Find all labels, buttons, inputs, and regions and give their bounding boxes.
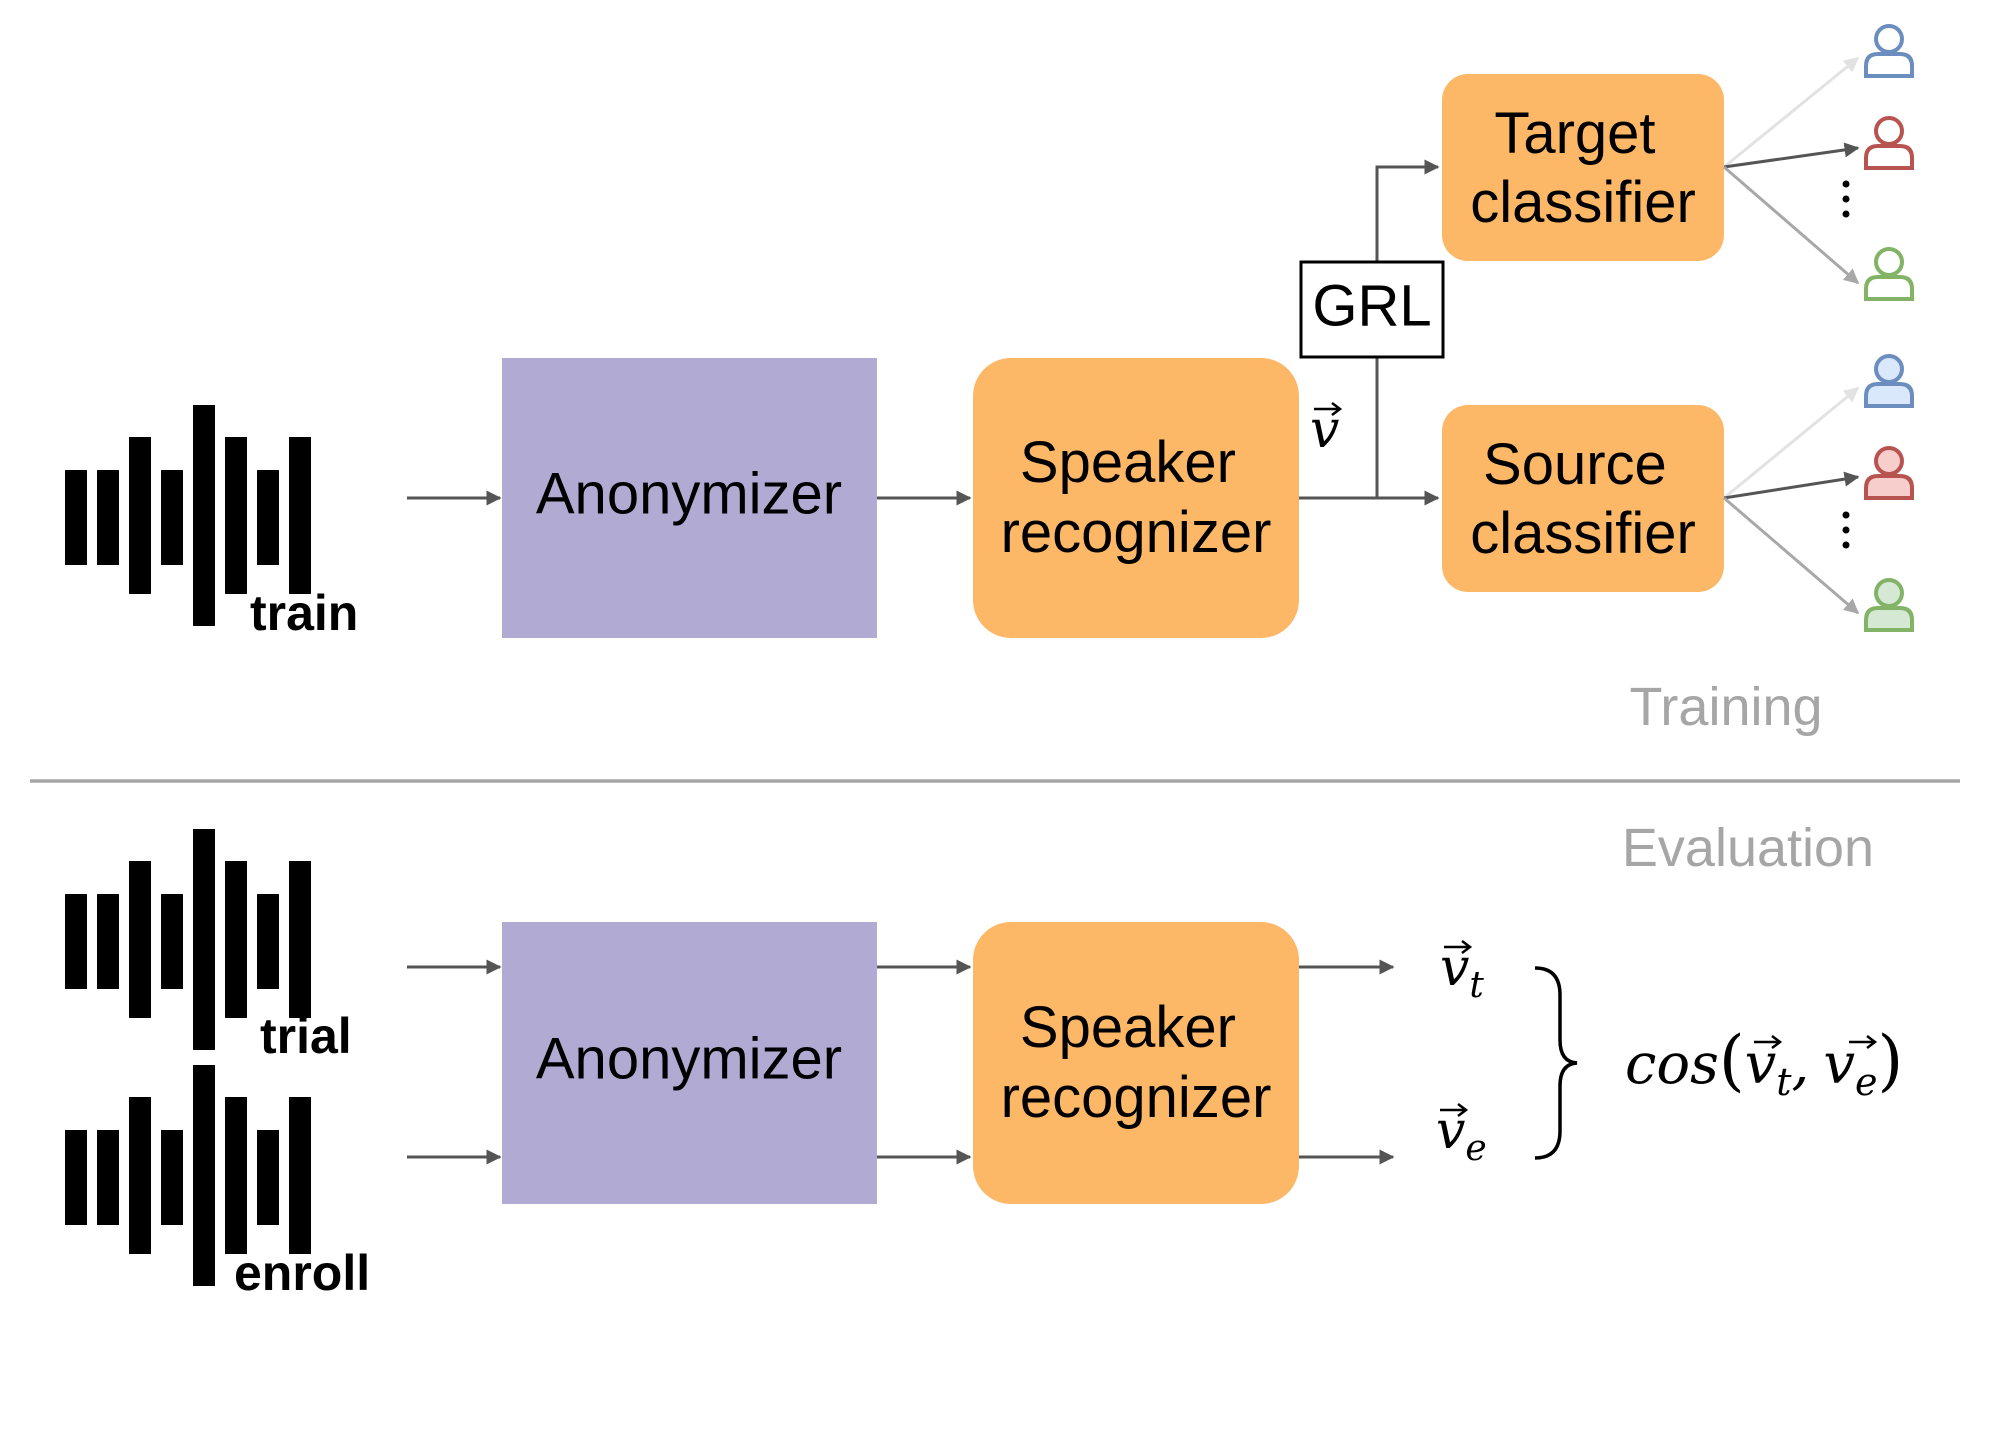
cos-func: cos <box>1625 1032 1719 1097</box>
trial-embedding-sub: t <box>1469 965 1484 1006</box>
speaker-recognizer-box <box>973 922 1299 1204</box>
user-icon-blue <box>1864 24 1914 78</box>
anonymizer-box <box>502 358 877 638</box>
target-classifier-line-2: classifier <box>1470 170 1696 235</box>
arrow <box>1723 496 1860 615</box>
speaker-recognizer-box <box>973 358 1299 638</box>
arrow <box>1723 165 1860 285</box>
source-classifier-box <box>1442 405 1724 592</box>
speaker-recognizer-line-1: Speaker <box>1020 995 1236 1060</box>
speaker-recognizer-label: Speaker recognizer <box>1001 995 1272 1130</box>
speaker-recognizer-line-2: recognizer <box>1001 500 1272 565</box>
section-label-evaluation: Evaluation <box>1622 818 1874 878</box>
arg1-sub: t <box>1776 1060 1792 1104</box>
vertical-ellipsis-icon <box>1842 180 1850 218</box>
speaker-recognizer-line-1: Speaker <box>1020 430 1236 495</box>
arrow <box>1723 56 1860 169</box>
vector-arrow-accent <box>1314 402 1343 416</box>
training-section: train Anonymizer Speaker recognizer v GR… <box>65 24 1914 737</box>
grl-box <box>1299 260 1445 359</box>
vector-arrow-accent <box>1440 1103 1469 1117</box>
grl-label: GRL <box>1312 273 1431 338</box>
source-classifier-label: Source classifier <box>1470 432 1696 566</box>
user-icon-blue <box>1864 354 1914 408</box>
waveform-icon <box>65 829 311 1050</box>
anonymizer-label: Anonymizer <box>536 1026 842 1091</box>
vector-arrow-accent <box>1849 1035 1878 1049</box>
trial-embedding-label: vt <box>1440 938 1484 1006</box>
arrow <box>1375 159 1440 498</box>
anonymizer-box <box>502 922 877 1204</box>
close-paren: ) <box>1877 1022 1903 1099</box>
arrow <box>1723 471 1860 500</box>
vector-arrow-accent <box>1444 940 1473 954</box>
waveform-label-train: train <box>250 585 358 641</box>
waveform-icon <box>65 1065 311 1286</box>
speaker-recognizer-label: Speaker recognizer <box>1001 430 1272 565</box>
curly-brace <box>1534 966 1578 1160</box>
waveform-label-enroll: enroll <box>234 1245 370 1301</box>
arrow <box>1723 142 1860 169</box>
vertical-ellipsis-icon <box>1842 511 1850 549</box>
user-icon-red <box>1864 116 1914 170</box>
target-classifier-box <box>1442 74 1724 261</box>
target-classifier-label: Target classifier <box>1470 101 1696 235</box>
waveform-icon <box>65 405 311 626</box>
enroll-embedding-label: ve <box>1436 1101 1487 1169</box>
source-classifier-line-1: Source <box>1483 432 1667 497</box>
target-classifier-line-1: Target <box>1494 101 1655 166</box>
evaluation-section: Evaluation trial enroll <box>65 818 1903 1301</box>
open-paren: ( <box>1719 1022 1745 1099</box>
section-label-training: Training <box>1629 677 1822 737</box>
speaker-recognizer-line-2: recognizer <box>1001 1065 1272 1130</box>
enroll-embedding-sub: e <box>1465 1128 1486 1169</box>
arg2-sub: e <box>1855 1060 1878 1104</box>
user-icon-red <box>1864 446 1914 500</box>
waveform-label-trial: trial <box>260 1008 352 1064</box>
arrow <box>1723 386 1860 500</box>
vector-arrow-accent <box>1754 1035 1783 1049</box>
user-icon-green <box>1864 247 1914 301</box>
source-classifier-line-2: classifier <box>1470 501 1696 566</box>
anonymizer-label: Anonymizer <box>536 461 842 526</box>
separator: , <box>1792 1032 1810 1097</box>
user-icon-green <box>1864 578 1914 632</box>
cosine-score-formula: cos(vt,ve) <box>1625 1022 1903 1104</box>
svg-text:cos(vt,ve): cos(vt,ve) <box>1625 1022 1903 1104</box>
